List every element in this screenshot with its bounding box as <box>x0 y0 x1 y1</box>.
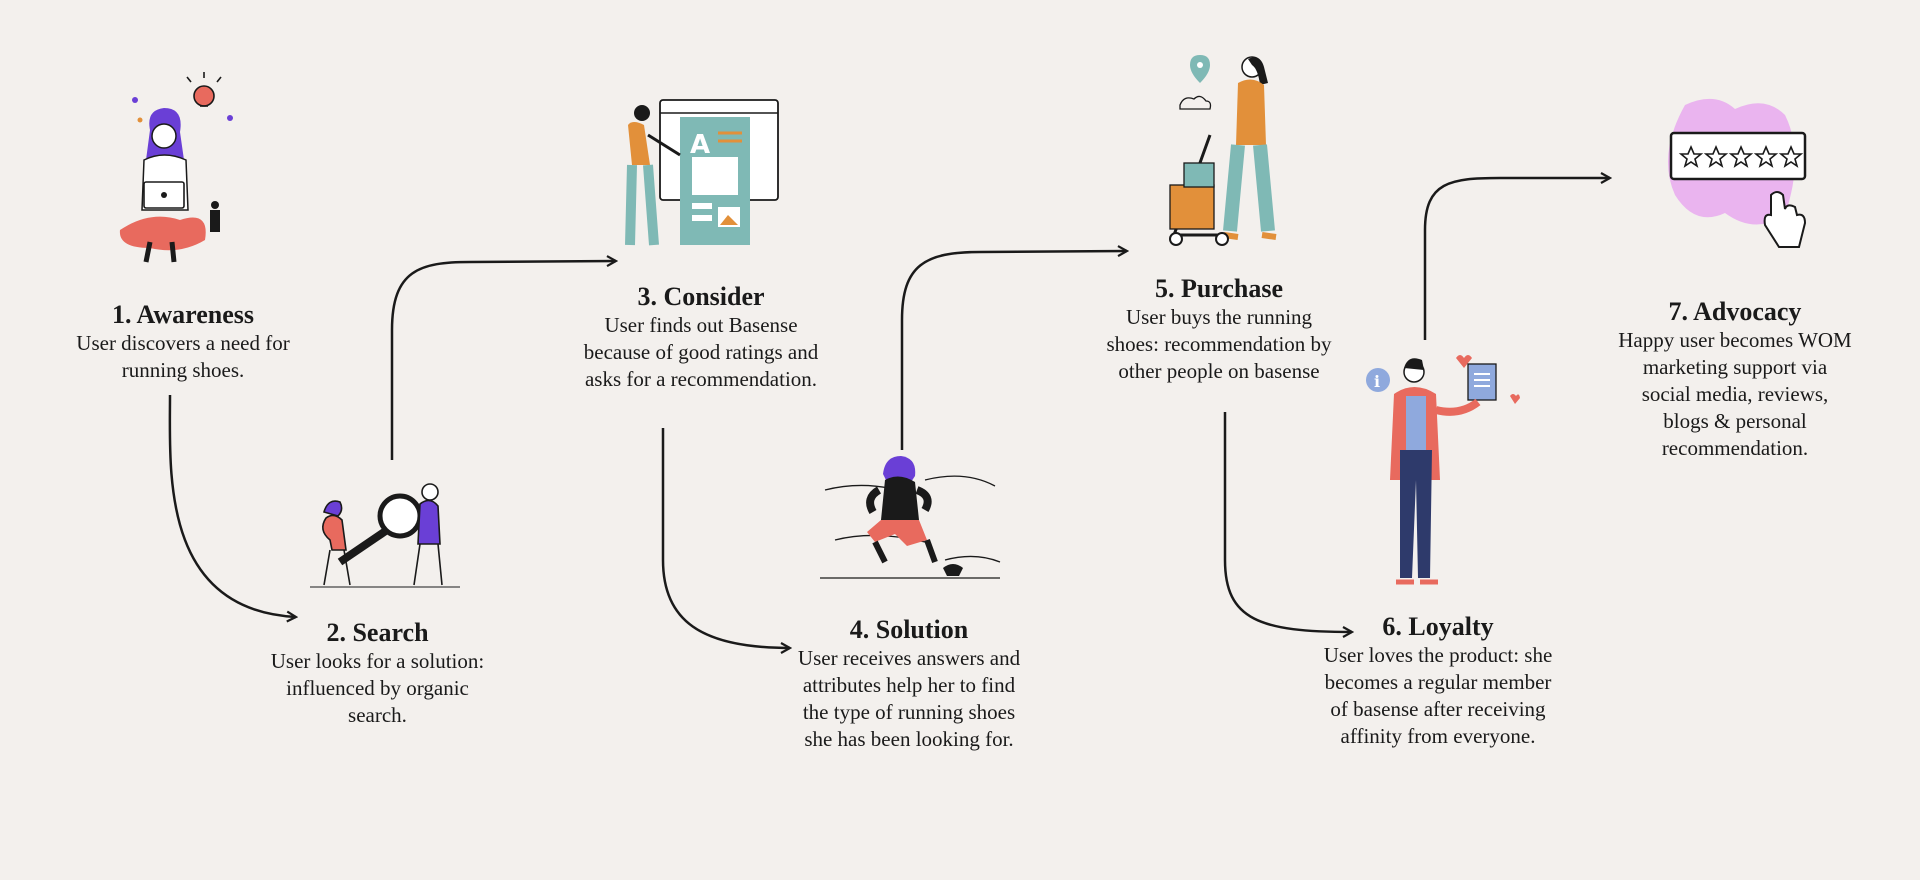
step-solution: 4. Solution User receives answers and at… <box>781 615 1037 753</box>
svg-text:A: A <box>690 130 710 160</box>
laptop-user-icon <box>119 72 233 263</box>
step-title: 7. Advocacy <box>1668 297 1802 326</box>
arrow-solution-to-purchase <box>900 251 1127 450</box>
step-advocacy: 7. Advocacy Happy user becomes WOM marke… <box>1607 297 1863 462</box>
step-title: 6. Loyalty <box>1382 612 1494 641</box>
step-description: User receives answers and attributes hel… <box>797 646 1021 751</box>
arrow-consider-to-solution <box>661 428 790 648</box>
runner-icon <box>820 456 1001 579</box>
arrow-purchase-to-loyalty <box>1223 412 1352 632</box>
arrow-awareness-to-search <box>168 394 296 617</box>
svg-text:i: i <box>1374 372 1380 391</box>
arrow-loyalty-to-advocacy <box>1423 178 1610 340</box>
step-description: User looks for a solution: influenced by… <box>270 649 485 727</box>
step-description: User discovers a need for running shoes. <box>76 331 290 382</box>
step-title: 5. Purchase <box>1154 274 1284 303</box>
step-awareness: 1. Awareness User discovers a need for r… <box>55 300 311 384</box>
arrow-search-to-consider <box>390 261 616 460</box>
five-star-rating-icon <box>1667 98 1807 248</box>
step-title: 1. Awareness <box>111 300 255 329</box>
delivery-cart-icon <box>1169 55 1277 246</box>
step-search: 2. Search User looks for a solution: inf… <box>255 618 500 729</box>
webpage-design-icon: A <box>625 99 779 246</box>
step-consider: 3. Consider User finds out Basense becau… <box>573 282 829 393</box>
step-description: User loves the product: she becomes a re… <box>1323 643 1553 748</box>
step-description: User finds out Basense because of good r… <box>583 313 819 391</box>
step-title: 3. Consider <box>637 282 765 311</box>
step-loyalty: 6. Loyalty User loves the product: she b… <box>1310 612 1566 750</box>
step-description: User buys the running shoes: recommendat… <box>1106 305 1332 383</box>
magnifier-people-icon <box>310 483 460 588</box>
step-title: 2. Search <box>326 618 429 647</box>
loyal-customer-icon: i <box>1366 355 1520 585</box>
step-title: 4. Solution <box>849 615 969 644</box>
step-purchase: 5. Purchase User buys the running shoes:… <box>1091 274 1347 385</box>
step-description: Happy user becomes WOM marketing support… <box>1618 328 1852 460</box>
